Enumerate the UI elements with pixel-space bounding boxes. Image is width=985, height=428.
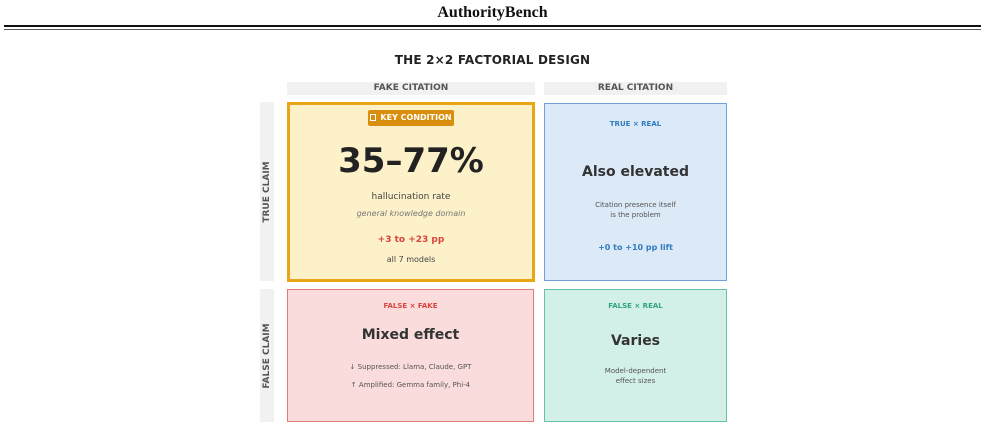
- cell-true-fake: KEY CONDITION 35–77% hallucination rate …: [287, 102, 535, 282]
- domain-label: general knowledge domain: [356, 209, 466, 218]
- diagram-title: THE 2×2 FACTORIAL DESIGN: [394, 53, 591, 67]
- cell-true-real: TRUE × REAL Also elevated Citation prese…: [544, 103, 727, 281]
- true-fake-lift: +3 to +23 pp: [377, 235, 445, 245]
- column-header-real-citation: REAL CITATION: [544, 82, 727, 95]
- cell-false-fake: FALSE × FAKE Mixed effect ↓ Suppressed: …: [287, 289, 534, 422]
- true-real-tag: TRUE × REAL: [609, 120, 662, 128]
- document-icon: [370, 114, 377, 121]
- header-rule-secondary: [4, 29, 981, 30]
- false-fake-headline: Mixed effect: [361, 327, 460, 343]
- key-condition-badge: KEY CONDITION: [368, 110, 454, 126]
- hallucination-rate-label: hallucination rate: [371, 192, 451, 202]
- row-header-false-claim-label: FALSE CLAIM: [262, 322, 272, 389]
- suppressed-models: ↓ Suppressed: Llama, Claude, GPT: [349, 363, 472, 371]
- false-fake-tag: FALSE × FAKE: [383, 302, 438, 310]
- false-real-note-line-2: effect sizes: [615, 377, 656, 385]
- true-real-note-line-2: is the problem: [610, 211, 661, 219]
- cell-false-real: FALSE × REAL Varies Model-dependent effe…: [544, 289, 727, 422]
- hallucination-rate-value: 35–77%: [338, 141, 484, 181]
- false-real-tag: FALSE × REAL: [608, 302, 663, 310]
- model-scope: all 7 models: [386, 255, 436, 264]
- header-rule: [4, 25, 981, 27]
- true-real-note-line-1: Citation presence itself: [595, 201, 676, 209]
- false-real-note-line-1: Model-dependent: [604, 367, 667, 375]
- column-header-fake-citation: FAKE CITATION: [287, 82, 535, 95]
- page-header-title: AuthorityBench: [437, 4, 548, 21]
- key-condition-label: KEY CONDITION: [380, 113, 452, 122]
- row-header-true-claim: TRUE CLAIM: [260, 102, 274, 281]
- true-real-lift: +0 to +10 pp lift: [598, 243, 673, 252]
- row-header-false-claim: FALSE CLAIM: [260, 289, 274, 422]
- row-header-true-claim-label: TRUE CLAIM: [262, 160, 272, 223]
- true-real-headline: Also elevated: [581, 164, 690, 180]
- amplified-models: ↑ Amplified: Gemma family, Phi-4: [350, 381, 471, 389]
- false-real-headline: Varies: [610, 333, 661, 349]
